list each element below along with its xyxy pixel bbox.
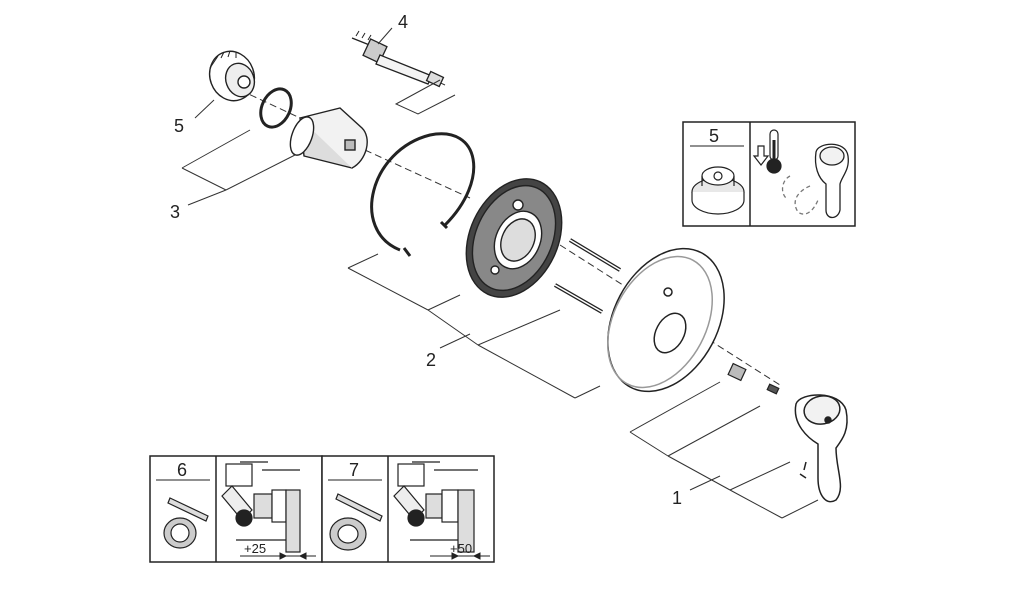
inset-6-panel: 6 +25 xyxy=(149,455,323,563)
valve-body-icon xyxy=(221,461,301,553)
inset-7-panel: 7 +50 xyxy=(321,455,495,563)
callout-labels: 1 2 3 4 5 xyxy=(170,12,682,508)
screw-icon xyxy=(554,238,622,314)
lever-handle-icon xyxy=(794,394,848,503)
lever-handle-icon xyxy=(781,143,849,219)
callout-4: 4 xyxy=(398,12,408,32)
mounting-plate-icon xyxy=(465,178,563,298)
escutcheon-icon xyxy=(607,247,725,393)
inset-7-dimension: +50 xyxy=(450,541,472,556)
callout-5: 5 xyxy=(174,116,184,136)
o-ring-icon xyxy=(259,87,293,129)
cartridge-icon xyxy=(351,30,445,88)
inset-6-number: 6 xyxy=(177,460,187,480)
extension-rod-icon xyxy=(335,493,383,522)
sleeve-icon xyxy=(289,107,368,169)
screw-icon xyxy=(766,383,780,395)
callout-3: 3 xyxy=(170,202,180,222)
thermometer-icon xyxy=(766,129,782,174)
dimension-arrow xyxy=(240,552,316,560)
seat-icon xyxy=(208,50,256,102)
extension-nut-icon xyxy=(163,517,197,549)
dimension-arrow xyxy=(430,552,490,560)
inset-5-panel: 5 xyxy=(682,121,856,227)
retaining-ring-icon xyxy=(370,132,476,257)
callout-2: 2 xyxy=(426,350,436,370)
inset-5-number: 5 xyxy=(709,126,719,146)
arrow-down-icon xyxy=(752,145,770,166)
extension-nut-icon xyxy=(329,517,367,551)
adapter-icon xyxy=(727,362,747,382)
leader-lines xyxy=(181,27,819,519)
inset-7-number: 7 xyxy=(349,460,359,480)
seat-icon xyxy=(691,166,745,215)
valve-body-icon xyxy=(393,461,478,553)
extension-rod-icon xyxy=(167,497,209,522)
inset-6-dimension: +25 xyxy=(244,541,266,556)
callout-1: 1 xyxy=(672,488,682,508)
